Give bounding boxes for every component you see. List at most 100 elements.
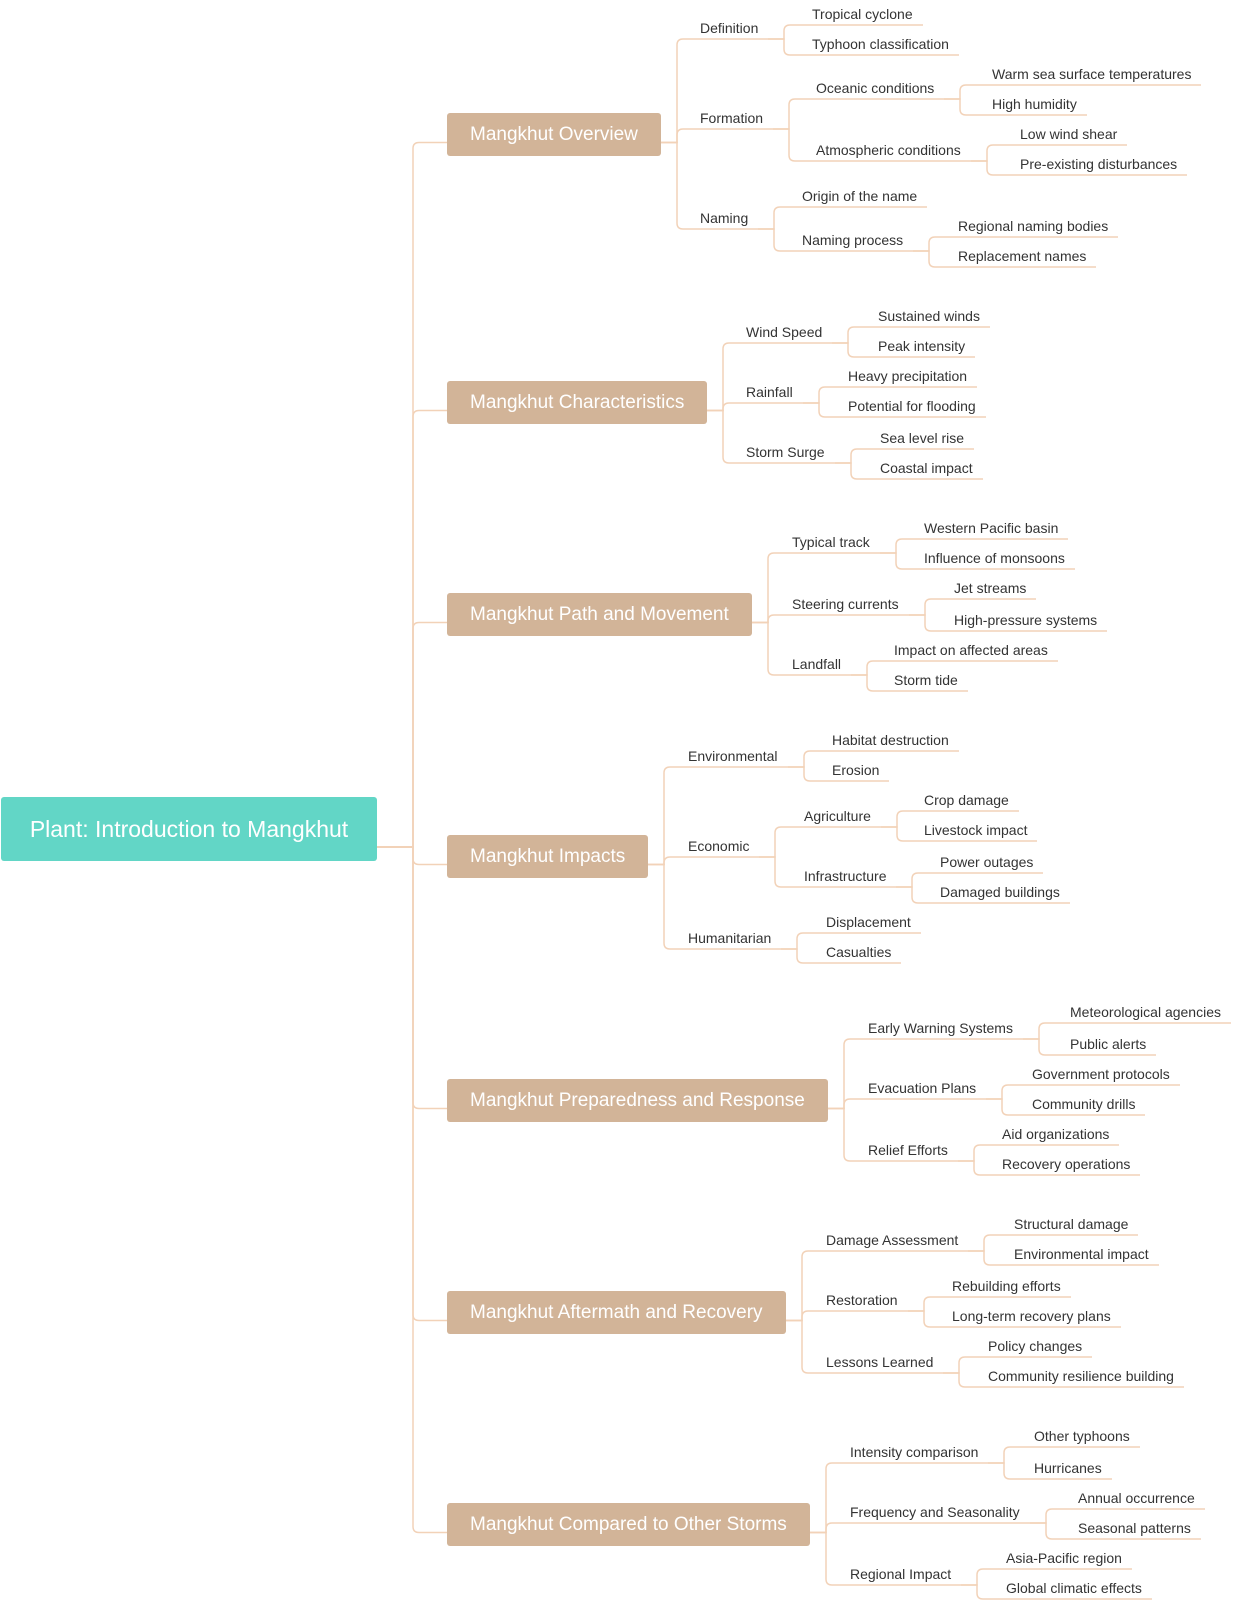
topic-evacuation-plans[interactable]: Evacuation Plans [868,1080,977,1096]
leaf-government-protocols[interactable]: Government protocols [1032,1066,1170,1082]
connector-line [880,552,908,570]
connector-line [988,1446,1018,1464]
leaf-damaged-buildings[interactable]: Damaged buildings [940,884,1060,900]
leaf-impact-affected-areas[interactable]: Impact on affected areas [894,642,1048,658]
leaf-erosion[interactable]: Erosion [832,762,880,778]
leaf-public-alerts[interactable]: Public alerts [1070,1036,1147,1052]
branch-node-preparedness[interactable]: Mangkhut Preparedness and Response [447,1079,828,1122]
topic-definition[interactable]: Definition [700,20,759,36]
leaf-potential-flooding[interactable]: Potential for flooding [848,398,976,414]
leaf-high-humidity[interactable]: High humidity [992,96,1077,112]
leaf-structural-damage[interactable]: Structural damage [1014,1216,1129,1232]
connector-line [835,462,864,480]
leaf-sustained-winds[interactable]: Sustained winds [878,308,980,324]
leaf-policy-changes[interactable]: Policy changes [988,1338,1083,1354]
topic-formation[interactable]: Formation [700,110,764,126]
leaf-jet-streams[interactable]: Jet streams [954,580,1027,596]
subtopic-atmospheric-conditions[interactable]: Atmospheric conditions [816,142,961,158]
connector-line [988,1462,1018,1480]
leaf-low-wind-shear[interactable]: Low wind shear [1020,126,1118,142]
connector-line [758,206,786,230]
leaf-rebuilding-efforts[interactable]: Rebuilding efforts [952,1278,1061,1294]
leaf-storm-tide[interactable]: Storm tide [894,672,958,688]
leaf-habitat-destruction[interactable]: Habitat destruction [832,732,949,748]
leaf-recovery-operations[interactable]: Recovery operations [1002,1156,1131,1172]
topic-rainfall[interactable]: Rainfall [746,384,793,400]
topic-landfall[interactable]: Landfall [792,656,842,672]
branch-node-impacts[interactable]: Mangkhut Impacts [447,835,649,878]
leaf-livestock-impact[interactable]: Livestock impact [924,822,1028,838]
subtopic-infrastructure[interactable]: Infrastructure [804,868,887,884]
leaf-warm-sea-surface[interactable]: Warm sea surface temperatures [992,66,1192,82]
topic-environmental[interactable]: Environmental [688,748,778,764]
topic-damage-assessment[interactable]: Damage Assessment [826,1232,959,1248]
leaf-peak-intensity[interactable]: Peak intensity [878,338,966,354]
leaf-other-typhoons[interactable]: Other typhoons [1034,1428,1130,1444]
root-connector [377,846,447,1322]
leaf-coastal-impact[interactable]: Coastal impact [880,460,973,476]
subtopic-oceanic-conditions[interactable]: Oceanic conditions [816,80,935,96]
topic-lessons-learned[interactable]: Lessons Learned [826,1354,934,1370]
topic-early-warning-systems[interactable]: Early Warning Systems [868,1020,1013,1036]
branch-node-characteristics[interactable]: Mangkhut Characteristics [447,381,708,424]
leaf-regional-naming-bodies[interactable]: Regional naming bodies [958,218,1109,234]
leaf-hurricanes[interactable]: Hurricanes [1034,1460,1102,1476]
connector-line [832,326,862,344]
leaf-annual-occurrence[interactable]: Annual occurrence [1078,1490,1195,1506]
connector-line [803,402,832,418]
branch-node-aftermath[interactable]: Mangkhut Aftermath and Recovery [447,1291,786,1334]
topic-naming[interactable]: Naming [700,210,749,226]
leaf-pre-existing-disturbances[interactable]: Pre-existing disturbances [1020,156,1178,172]
subtopic-agriculture[interactable]: Agriculture [804,808,871,824]
connector-line [961,1584,990,1600]
leaf-casualties[interactable]: Casualties [826,944,892,960]
connector-line [971,144,1004,162]
leaf-replacement-names[interactable]: Replacement names [958,248,1087,264]
connector-line [759,856,788,888]
root-node[interactable]: Plant: Introduction to Mangkhut [1,797,377,861]
leaf-heavy-precipitation[interactable]: Heavy precipitation [848,368,968,384]
branch-node-path-movement[interactable]: Mangkhut Path and Movement [447,593,752,636]
leaf-tropical-cyclone[interactable]: Tropical cyclone [812,6,913,22]
connector-line [913,236,942,252]
leaf-displacement[interactable]: Displacement [826,914,911,930]
leaf-environmental-impact[interactable]: Environmental impact [1014,1246,1149,1262]
leaf-crop-damage[interactable]: Crop damage [924,792,1009,808]
leaf-seasonal-patterns[interactable]: Seasonal patterns [1078,1520,1191,1536]
topic-wind-speed[interactable]: Wind Speed [746,324,823,340]
topic-typical-track[interactable]: Typical track [792,534,870,550]
leaf-influence-monsoons[interactable]: Influence of monsoons [924,550,1065,566]
connector-line [786,1319,810,1374]
leaf-origin-of-name[interactable]: Origin of the name [802,188,918,204]
leaf-power-outages[interactable]: Power outages [940,854,1034,870]
root-connector [377,846,447,866]
leaf-western-pacific-basin[interactable]: Western Pacific basin [924,520,1059,536]
leaf-community-drills[interactable]: Community drills [1032,1096,1136,1112]
topic-economic[interactable]: Economic [688,838,750,854]
leaf-aid-organizations[interactable]: Aid organizations [1002,1126,1110,1142]
leaf-global-climatic-effects[interactable]: Global climatic effects [1006,1580,1142,1596]
topic-storm-surge[interactable]: Storm Surge [746,444,825,460]
leaf-sea-level-rise[interactable]: Sea level rise [880,430,965,446]
leaf-high-pressure-systems[interactable]: High-pressure systems [954,612,1098,628]
branch-node-comparison[interactable]: Mangkhut Compared to Other Storms [447,1503,810,1546]
leaf-typhoon-classification[interactable]: Typhoon classification [812,36,949,52]
topic-humanitarian[interactable]: Humanitarian [688,930,772,946]
connector-line [752,621,776,676]
topic-relief-efforts[interactable]: Relief Efforts [868,1142,948,1158]
topic-steering-currents[interactable]: Steering currents [792,596,899,612]
subtopic-naming-process[interactable]: Naming process [802,232,904,248]
root-connector [377,141,447,848]
connector-line [752,552,776,624]
connector-line [648,863,672,950]
leaf-meteorological-agencies[interactable]: Meteorological agencies [1070,1004,1221,1020]
branch-node-overview[interactable]: Mangkhut Overview [447,113,661,156]
topic-intensity-comparison[interactable]: Intensity comparison [850,1444,979,1460]
topic-restoration[interactable]: Restoration [826,1292,898,1308]
topic-frequency-seasonality[interactable]: Frequency and Seasonality [850,1504,1020,1520]
leaf-community-resilience[interactable]: Community resilience building [988,1368,1174,1384]
leaf-asia-pacific-region[interactable]: Asia-Pacific region [1006,1550,1122,1566]
leaf-long-term-recovery[interactable]: Long-term recovery plans [952,1308,1111,1324]
topic-regional-impact[interactable]: Regional Impact [850,1566,952,1582]
